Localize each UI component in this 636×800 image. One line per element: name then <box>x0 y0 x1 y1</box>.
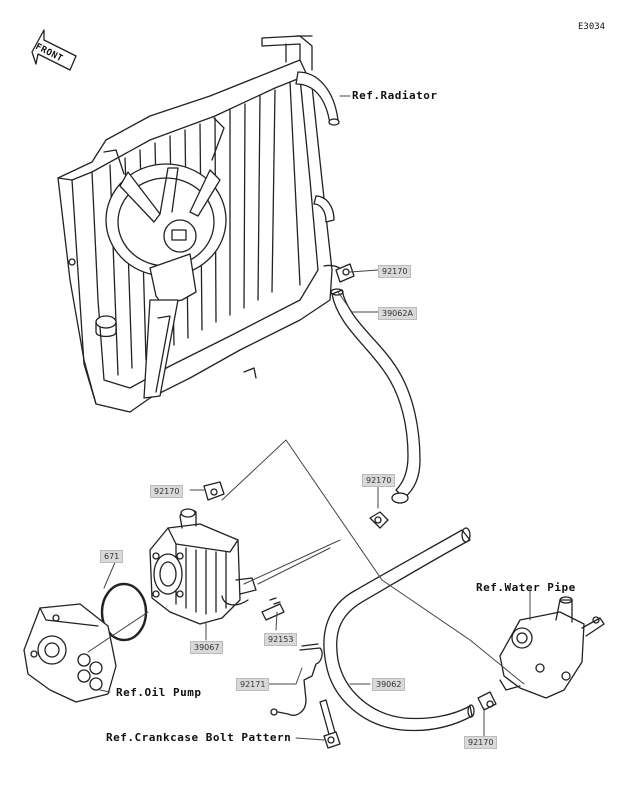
oil-pump <box>23 603 117 703</box>
part-code-92171[interactable]: 92171 <box>236 678 270 691</box>
ref-oil-pump-label: Ref.Oil Pump <box>116 686 202 699</box>
ref-crankcase-label: Ref.Crankcase Bolt Pattern <box>106 731 292 744</box>
part-code-92170-mid[interactable]: 92170 <box>362 474 396 487</box>
part-code-92170-lower[interactable]: 92170 <box>464 736 498 749</box>
oil-cooler <box>149 481 389 625</box>
part-code-92170-cooler[interactable]: 92170 <box>150 485 184 498</box>
bolt-92153 <box>261 597 285 621</box>
part-code-39062[interactable]: 39062 <box>372 678 406 691</box>
ref-radiator-label: Ref.Radiator <box>352 89 438 102</box>
part-code-92153[interactable]: 92153 <box>264 633 298 646</box>
hose-39062 <box>323 527 475 732</box>
crankcase-bolt <box>319 699 341 749</box>
diagram-id: E3034 <box>578 22 606 32</box>
front-arrow-icon <box>31 29 77 71</box>
oring-671 <box>100 582 148 642</box>
hose-39062a <box>330 263 421 504</box>
part-code-39067[interactable]: 39067 <box>190 641 224 654</box>
water-pipe-assembly <box>477 596 605 711</box>
part-code-39062a[interactable]: 39062A <box>378 307 417 320</box>
ref-water-pipe-label: Ref.Water Pipe <box>476 581 576 594</box>
part-code-92170-upper[interactable]: 92170 <box>378 265 412 278</box>
radiator-assembly <box>57 35 347 413</box>
part-code-671[interactable]: 671 <box>100 550 124 563</box>
bracket-92171 <box>270 643 323 716</box>
